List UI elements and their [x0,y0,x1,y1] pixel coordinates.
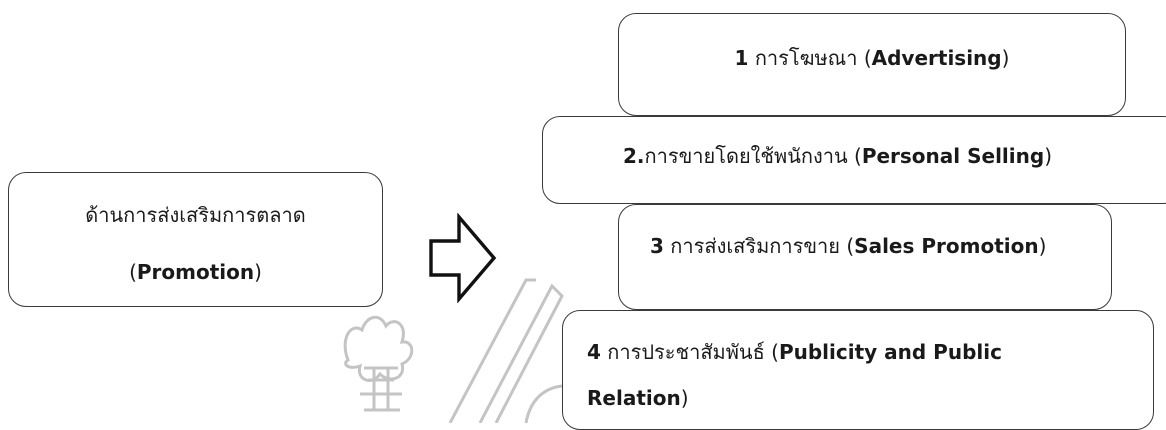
promotion-thai-label: ด้านการส่งเสริมการตลาด [85,203,306,227]
right-hollow-arrow-icon [429,213,497,303]
public-relation-label-line2: Relation) [587,386,689,410]
advertising-label: 1 การโฆษณา (Advertising) [734,46,1010,70]
sales-promotion-label: 3 การส่งเสริมการขาย (Sales Promotion) [650,234,1047,258]
promotion-english-label: (Promotion) [129,260,262,284]
personal-selling-label: 2.การขายโดยใช้พนักงาน (Personal Selling) [623,144,1052,168]
sales-promotion-box: 3 การส่งเสริมการขาย (Sales Promotion) [618,204,1112,310]
promotion-source-box: ด้านการส่งเสริมการตลาด (Promotion) [8,172,383,307]
public-relation-box: 4 การประชาสัมพันธ์ (Publicity and Public… [562,310,1154,430]
advertising-box: 1 การโฆษณา (Advertising) [618,13,1126,116]
university-emblem-watermark [343,278,564,423]
public-relation-label-line1: 4 การประชาสัมพันธ์ (Publicity and Public [587,340,1002,364]
personal-selling-box: 2.การขายโดยใช้พนักงาน (Personal Selling) [542,116,1166,204]
